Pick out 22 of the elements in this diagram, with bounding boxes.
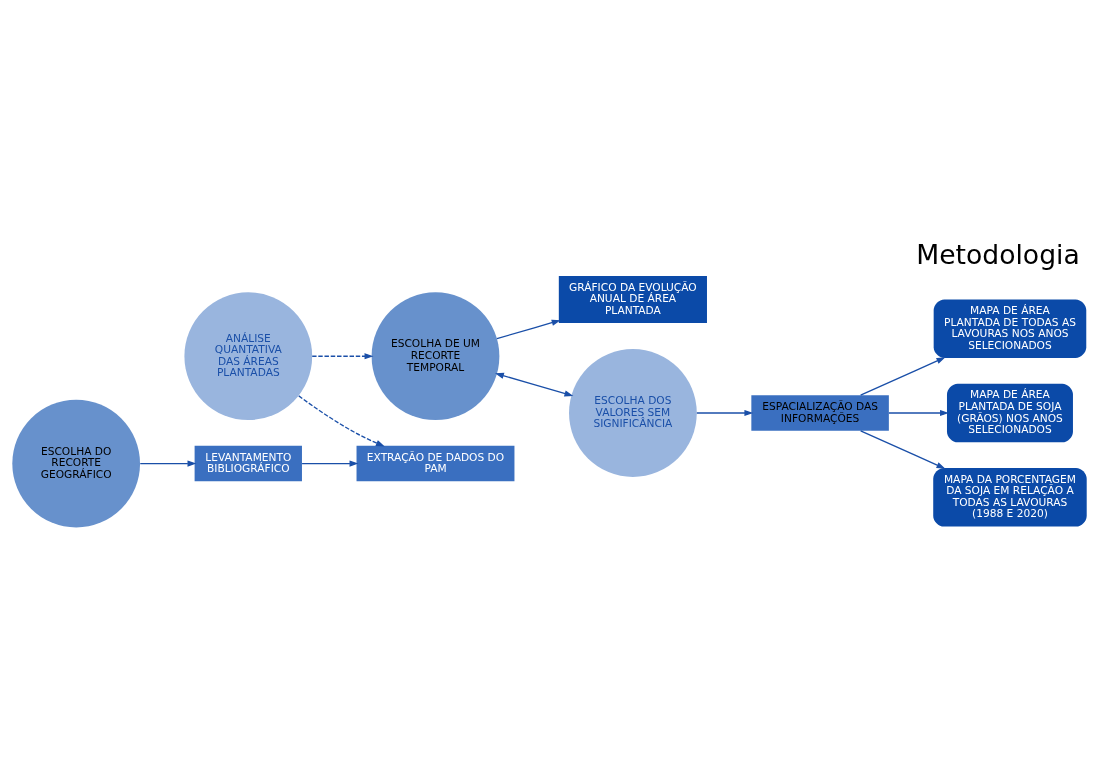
- node-circle: ESCOLHA DOS VALORES SEM SIGNIFICÂNCIA: [569, 349, 697, 477]
- arrow: [696, 409, 754, 417]
- node-box: EXTRAÇÃO DE DADOS DO PAM: [356, 445, 515, 482]
- arrow: [311, 353, 374, 360]
- node-circle: ESCOLHA DO RECORTE GEOGRÁFICO: [12, 399, 141, 528]
- arrow: [495, 372, 574, 397]
- node-box: GRÁFICO DA EVOLUÇÃO ANUAL DE ÁREA PLANTADA: [558, 275, 707, 323]
- node-box: MAPA DE ÁREA PLANTADA DE SOJA (GRÃOS) NOS ANOS SELECIONADOS: [946, 383, 1073, 443]
- node-circle: ESCOLHA DE UM RECORTE TEMPORAL: [371, 292, 500, 421]
- arrow: [888, 409, 949, 417]
- node-box: ESPACIALIZAÇÃO DAS INFORMAÇÕES: [751, 395, 889, 431]
- diagram-title: Metodologia: [916, 239, 1080, 271]
- node-box: MAPA DA PORCENTAGEM DA SOJA EM RELAÇÃO A TODAS AS LAVOURAS (1988 E 2020): [933, 468, 1087, 527]
- arrow: [301, 460, 359, 467]
- arrow: [298, 395, 385, 447]
- arrow: [860, 357, 946, 396]
- arrow: [860, 430, 946, 469]
- node-circle: ANÁLISE QUANTATIVA DAS ÁREAS PLANTADAS: [184, 292, 313, 421]
- arrow: [496, 319, 561, 340]
- node-box: LEVANTAMENTO BIBLIOGRÁFICO: [194, 445, 302, 482]
- arrow: [139, 460, 197, 467]
- node-box: MAPA DE ÁREA PLANTADA DE TODAS AS LAVOURAS NOS ANOS SELECIONADOS: [933, 299, 1087, 358]
